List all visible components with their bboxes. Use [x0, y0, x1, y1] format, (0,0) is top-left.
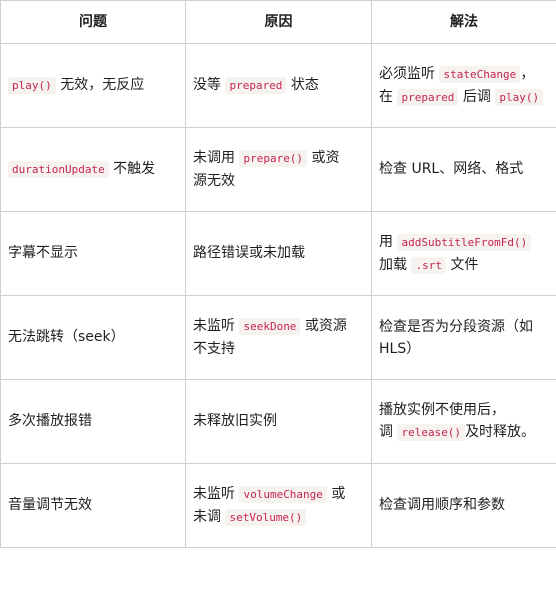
- cause-cell-lines: 未监听 volumeChange 或未调 setVolume(): [193, 483, 364, 529]
- cell-line: 播放实例不使用后，: [379, 399, 549, 421]
- solution-cell: 用 addSubtitleFromFd()加载 .srt 文件: [371, 211, 556, 296]
- cell-line: 未监听 volumeChange 或: [193, 483, 364, 506]
- inline-code: setVolume(): [225, 508, 307, 526]
- cell-line: 在 prepared 后调 play(): [379, 86, 549, 109]
- problem-cell: play() 无效，无反应: [0, 43, 186, 128]
- cell-text: 无法跳转（seek）: [8, 329, 125, 345]
- cause-cell: 没等 prepared 状态: [185, 43, 372, 128]
- problem-cell: 多次播放报错: [0, 379, 186, 464]
- inline-code: release(): [397, 424, 466, 441]
- cell-text: 无效，无反应: [55, 77, 145, 93]
- cell-text: ，: [520, 65, 535, 82]
- cell-text: 在: [379, 88, 398, 105]
- problem-cell: 字幕不显示: [0, 211, 186, 296]
- cause-cell-lines: 未监听 seekDone 或资源不支持: [193, 315, 364, 360]
- cell-text: 检查 URL、网络、格式: [379, 161, 524, 177]
- solution-cell-lines: 播放实例不使用后， 调 release()及时释放。: [379, 399, 549, 444]
- solution-cell: 播放实例不使用后， 调 release()及时释放。: [371, 379, 556, 464]
- table-row: durationUpdate 不触发未调用 prepare() 或资源无效检查 …: [0, 127, 556, 212]
- solution-cell-lines: 必须监听 stateChange，在 prepared 后调 play(): [379, 63, 549, 109]
- header-cause: 原因: [185, 0, 372, 44]
- table-row: 无法跳转（seek）未监听 seekDone 或资源不支持检查是否为分段资源（如…: [0, 295, 556, 380]
- cell-line: HLS）: [379, 338, 549, 360]
- cell-line: 源无效: [193, 170, 364, 192]
- cell-line: 未监听 seekDone 或资源: [193, 315, 364, 338]
- cell-text: 未监听: [193, 485, 240, 502]
- header-row: 问题 原因 解法: [0, 0, 556, 44]
- cell-text: 源无效: [193, 173, 235, 189]
- cause-cell: 未释放旧实例: [185, 379, 372, 464]
- inline-code: prepared: [397, 88, 459, 106]
- cell-text: 或: [326, 485, 346, 502]
- cell-text: 必须监听: [379, 65, 440, 82]
- cell-text: 检查调用顺序和参数: [379, 497, 505, 513]
- cell-text: 未释放旧实例: [193, 413, 277, 429]
- inline-code: volumeChange: [239, 485, 327, 503]
- cell-text: 调: [379, 424, 398, 440]
- problem-cell: 无法跳转（seek）: [0, 295, 186, 380]
- cell-text: 状态: [286, 77, 319, 93]
- inline-code: stateChange: [439, 65, 521, 83]
- solution-cell-lines: 用 addSubtitleFromFd()加载 .srt 文件: [379, 231, 549, 277]
- inline-code: play(): [495, 88, 544, 106]
- solution-cell: 必须监听 stateChange，在 prepared 后调 play(): [371, 43, 556, 128]
- cell-text: 播放实例不使用后，: [379, 402, 505, 418]
- inline-code: seekDone: [239, 318, 301, 335]
- cell-text: HLS）: [379, 340, 421, 357]
- table-row: 多次播放报错 未释放旧实例 播放实例不使用后， 调 release()及时释放。: [0, 379, 556, 464]
- cell-text: 未监听: [193, 318, 240, 334]
- cause-cell: 未监听 volumeChange 或未调 setVolume(): [185, 463, 372, 548]
- cell-text: 多次播放报错: [8, 413, 92, 429]
- table-body: play() 无效，无反应没等 prepared 状态必须监听 stateCha…: [0, 43, 556, 548]
- inline-code: prepared: [225, 77, 287, 94]
- solution-cell: 检查 URL、网络、格式: [371, 127, 556, 212]
- problem-cell: 音量调节无效: [0, 463, 186, 548]
- inline-code: addSubtitleFromFd(): [397, 233, 532, 251]
- cell-line: 调 release()及时释放。: [379, 421, 549, 444]
- cell-text: 用: [379, 233, 398, 250]
- cell-text: 或资: [307, 150, 340, 166]
- table-row: play() 无效，无反应没等 prepared 状态必须监听 stateCha…: [0, 43, 556, 128]
- cell-text: 不触发: [108, 161, 156, 177]
- cell-text: 或资源: [300, 318, 347, 334]
- cause-cell: 未监听 seekDone 或资源不支持: [185, 295, 372, 380]
- solution-cell-lines: 检查是否为分段资源（如 HLS）: [379, 316, 549, 360]
- table-row: 音量调节无效未监听 volumeChange 或未调 setVolume()检查…: [0, 463, 556, 548]
- cell-line: 不支持: [193, 338, 364, 360]
- cell-text: 文件: [445, 256, 479, 273]
- cell-text: 不支持: [193, 341, 235, 357]
- solution-cell: 检查调用顺序和参数: [371, 463, 556, 548]
- cell-line: 用 addSubtitleFromFd(): [379, 231, 549, 254]
- cell-text: 未调用: [193, 150, 240, 166]
- inline-code: play(): [8, 77, 56, 94]
- cell-line: 必须监听 stateChange，: [379, 63, 549, 86]
- cell-text: 检查是否为分段资源（如: [379, 318, 533, 335]
- cause-cell-lines: 未调用 prepare() 或资源无效: [193, 147, 364, 192]
- header-problem: 问题: [0, 0, 186, 44]
- cell-line: 未调用 prepare() 或资: [193, 147, 364, 170]
- cause-cell: 路径错误或未加载: [185, 211, 372, 296]
- problem-cell: durationUpdate 不触发: [0, 127, 186, 212]
- inline-code: .srt: [411, 256, 446, 274]
- inline-code: prepare(): [239, 150, 308, 167]
- cell-text: 后调: [458, 88, 496, 105]
- cell-text: 字幕不显示: [8, 245, 78, 261]
- solution-cell: 检查是否为分段资源（如 HLS）: [371, 295, 556, 380]
- table-row: 字幕不显示路径错误或未加载用 addSubtitleFromFd()加载 .sr…: [0, 211, 556, 296]
- cause-cell: 未调用 prepare() 或资源无效: [185, 127, 372, 212]
- cell-text: 没等: [193, 77, 226, 93]
- cell-text: 路径错误或未加载: [193, 245, 305, 261]
- troubleshooting-table: 问题 原因 解法 play() 无效，无反应没等 prepared 状态必须监听…: [0, 0, 556, 548]
- cell-line: 检查是否为分段资源（如: [379, 316, 549, 338]
- cell-text: 加载: [379, 256, 412, 273]
- inline-code: durationUpdate: [8, 161, 109, 178]
- cell-text: 及时释放。: [465, 424, 536, 440]
- cell-line: 加载 .srt 文件: [379, 254, 549, 277]
- header-solution: 解法: [371, 0, 556, 44]
- cell-text: 未调: [193, 508, 226, 525]
- cell-text: 音量调节无效: [8, 497, 92, 513]
- cell-line: 未调 setVolume(): [193, 506, 364, 529]
